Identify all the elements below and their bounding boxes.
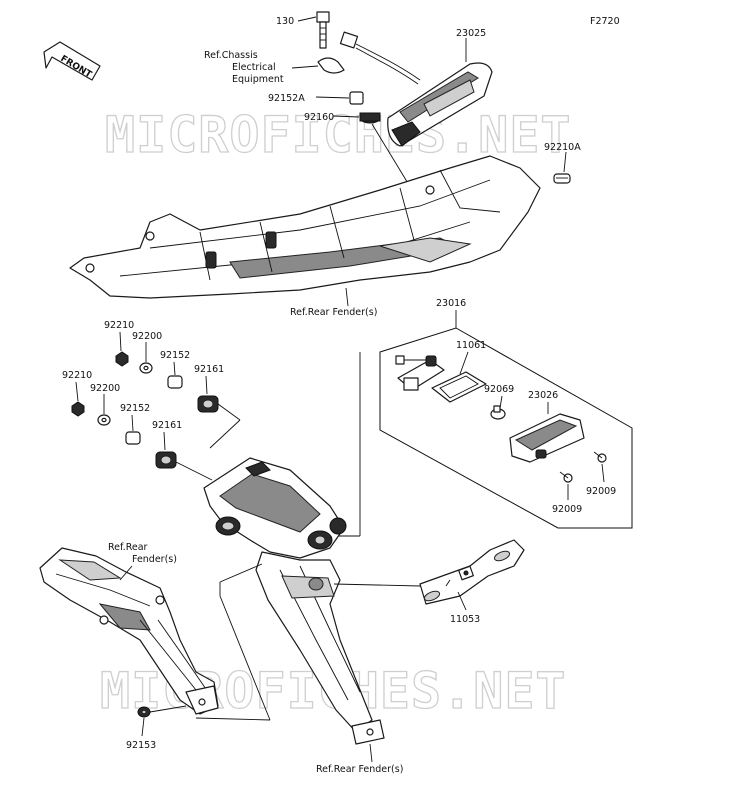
nut-92210-lower <box>71 401 85 417</box>
label-23026: 23026 <box>528 390 558 401</box>
leader-11061 <box>459 351 469 375</box>
leader-ref-rear-fender-bottom <box>369 743 373 763</box>
front-arrow-icon: FRONT <box>43 41 101 81</box>
leader-ref-rear-fender-left <box>119 565 133 581</box>
label-92152-upper: 92152 <box>160 350 190 361</box>
ref-chassis-line-1: Ref.Chassis <box>204 50 258 61</box>
nut-92210-upper <box>115 351 129 367</box>
label-92210A: 92210A <box>544 142 581 153</box>
connector-line-g <box>195 717 271 721</box>
lamp-socket <box>395 355 445 391</box>
label-ref-rear-fender-left-2: Fender(s) <box>132 554 177 565</box>
leader-92009-right <box>601 463 605 483</box>
watermark-top: MICROFICHES.NET <box>105 106 572 164</box>
collar-92152-upper <box>167 375 183 389</box>
leader-92152A <box>315 96 350 99</box>
label-ref-rear-fender-bottom: Ref.Rear Fender(s) <box>316 764 403 775</box>
leader-ref-chassis <box>291 65 319 69</box>
rear-fender-upper <box>69 155 541 299</box>
wire-clip <box>317 57 345 74</box>
screw-92009-left <box>559 471 573 483</box>
bolt-130 <box>316 11 330 49</box>
gasket-11061 <box>431 371 487 403</box>
leader-92210A <box>563 151 567 173</box>
leader-92152-upper <box>173 361 176 376</box>
reflector-bracket-11053 <box>419 539 525 605</box>
screw-92210A <box>553 173 571 184</box>
leader-92210-upper <box>119 331 122 352</box>
label-92210-upper: 92210 <box>104 320 134 331</box>
leader-92153 <box>141 717 145 737</box>
label-92160: 92160 <box>304 112 334 123</box>
collar-92152-lower <box>125 431 141 445</box>
connector-line-b <box>209 419 241 449</box>
label-92161-upper: 92161 <box>194 364 224 375</box>
label-92210-lower: 92210 <box>62 370 92 381</box>
license-plate-bracket <box>203 457 385 745</box>
bolt-92153 <box>137 706 151 718</box>
label-92200-lower: 92200 <box>90 383 120 394</box>
connector-line-f <box>219 595 271 721</box>
grommet-92161-upper <box>197 395 219 413</box>
label-92161-lower: 92161 <box>152 420 182 431</box>
ref-chassis-line-2: Electrical <box>232 62 276 73</box>
label-92069: 92069 <box>484 384 514 395</box>
collar-92152A <box>349 91 364 105</box>
leader-92152-lower <box>131 414 134 432</box>
tail-lamp-23025 <box>387 62 493 147</box>
label-23025: 23025 <box>456 28 486 39</box>
rear-fender-lower <box>39 547 219 715</box>
leader-11053 <box>457 591 467 611</box>
license-lamp-frame <box>379 327 633 529</box>
leader-92161-upper <box>205 375 208 395</box>
connector-line-d <box>219 563 263 583</box>
leader-ref-rear-fender-top <box>345 287 349 307</box>
label-92153: 92153 <box>126 740 156 751</box>
leader-bracket-to-11053 <box>333 583 421 587</box>
screw-92009-right <box>593 451 607 463</box>
label-23016: 23016 <box>436 298 466 309</box>
grommet-92161-lower <box>155 451 177 469</box>
label-130: 130 <box>276 16 294 27</box>
label-ref-rear-fender-top: Ref.Rear Fender(s) <box>290 307 377 318</box>
lens-housing-23026 <box>509 413 585 463</box>
label-92152-lower: 92152 <box>120 403 150 414</box>
grommet-92160 <box>359 112 381 124</box>
label-11061: 11061 <box>456 340 486 351</box>
label-92009-right: 92009 <box>586 486 616 497</box>
leader-130 <box>297 16 317 22</box>
label-92152A: 92152A <box>268 93 305 104</box>
leader-92160 <box>332 115 360 118</box>
label-11053: 11053 <box>450 614 480 625</box>
wire-connector <box>339 31 421 85</box>
label-ref-rear-fender-left-1: Ref.Rear <box>108 542 148 553</box>
ref-chassis-line-3: Equipment <box>232 74 284 85</box>
label-92009-left: 92009 <box>552 504 582 515</box>
leader-92161-lower <box>163 431 166 451</box>
bulb-92069 <box>490 405 506 420</box>
connector-line-c <box>175 461 213 481</box>
figure-code: F2720 <box>590 16 620 27</box>
label-92200-upper: 92200 <box>132 331 162 342</box>
leader-92153-to-fender <box>149 705 187 713</box>
connector-line-a <box>217 403 241 421</box>
leader-92210-lower <box>75 381 79 402</box>
leader-92069 <box>499 395 503 409</box>
